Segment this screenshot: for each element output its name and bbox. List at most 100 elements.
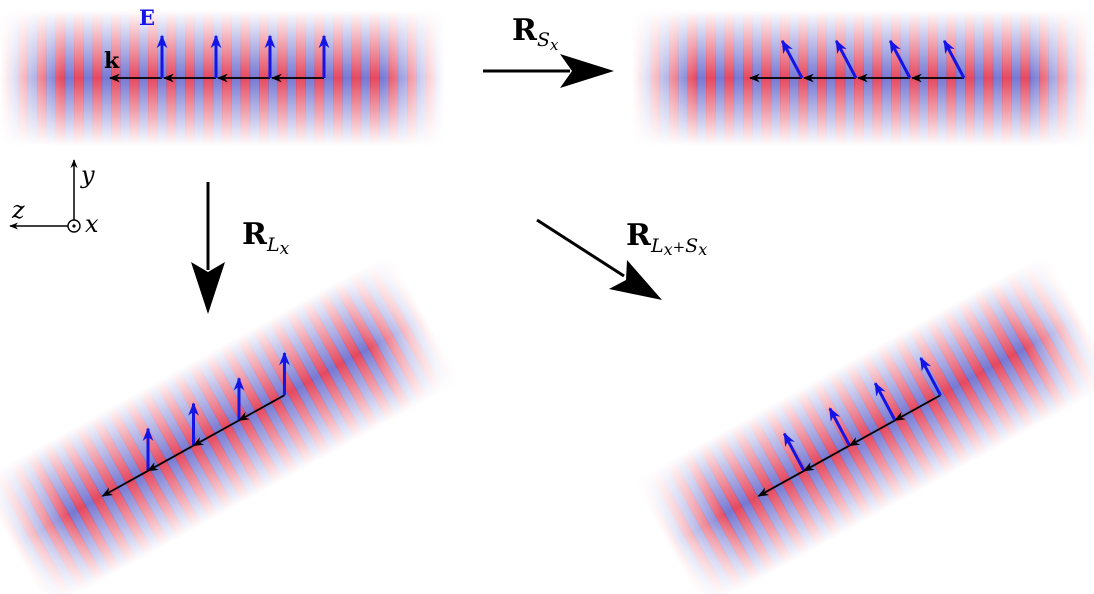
axis-y-label: y [80, 161, 95, 189]
field-vector-arrow [873, 382, 897, 422]
wave-crest [983, 10, 994, 146]
wave-crest [724, 10, 735, 146]
wave-crest [351, 10, 362, 146]
wave-trough [33, 445, 114, 580]
total-operator-subsub-a: x [664, 240, 673, 259]
field-vector-arrow [942, 39, 966, 79]
wave-trough [715, 10, 726, 146]
wave-crest [1037, 252, 1094, 387]
wave-trough [992, 10, 1003, 146]
wave-crest [956, 297, 1037, 432]
wave-trough [101, 10, 112, 146]
wave-trough [292, 301, 373, 436]
wave-beam-orbital-rotated [0, 252, 462, 594]
field-vector-arrow [780, 39, 804, 79]
wave-crest [940, 306, 1021, 441]
coordinate-axes: y z x [9, 159, 99, 238]
wave-stripes [0, 252, 462, 594]
wave-beam-spin-rotated [632, 10, 1094, 146]
wave-trough [673, 454, 754, 589]
wave-crest [706, 10, 716, 146]
wave-crest [972, 288, 1053, 423]
total-rotation-arrow [536, 218, 625, 278]
spin-rotation-arrowhead [560, 54, 614, 88]
wave-crest [18, 10, 29, 146]
wave-crest [55, 10, 66, 146]
wave-crest [333, 10, 343, 146]
wave-trough [915, 319, 997, 454]
wave-trough [964, 292, 1045, 427]
wave-crest [381, 252, 462, 387]
wave-trough [1066, 10, 1077, 146]
wavevector-arrow [101, 469, 149, 497]
wave-trough [360, 10, 371, 146]
wave-trough [49, 436, 130, 571]
wave-trough [17, 454, 98, 589]
field-vector-arrow [782, 432, 806, 472]
wave-crest [687, 10, 698, 146]
wave-trough [0, 471, 66, 594]
wave-crest [348, 270, 430, 405]
wave-trough [416, 10, 427, 146]
wave-trough [931, 310, 1013, 445]
wave-trough [980, 283, 1061, 418]
wave-crest [316, 288, 397, 423]
orbital-operator-sub: L [266, 234, 280, 256]
wave-crest [669, 10, 679, 146]
wave-trough [656, 462, 738, 594]
orbital-operator-label: RLx [242, 217, 290, 259]
wave-trough [397, 10, 408, 146]
wave-crest [25, 449, 106, 584]
wavevector-label: k [104, 48, 120, 74]
wave-trough [308, 292, 389, 427]
spin-operator-main: R [512, 13, 538, 48]
wave-trough [342, 10, 353, 146]
wave-crest [697, 440, 778, 575]
wave-trough [1029, 10, 1040, 146]
wave-crest [388, 10, 399, 146]
wave-trough [373, 256, 454, 391]
wave-crest [370, 10, 380, 146]
wave-crest [1076, 10, 1086, 146]
wavevector-arrow [848, 419, 896, 447]
wave-trough [1029, 256, 1094, 391]
wave-crest [0, 476, 57, 594]
wave-crest [57, 431, 138, 566]
field-label: E [139, 5, 155, 30]
wave-trough [46, 10, 57, 146]
wave-crest [364, 261, 446, 396]
wave-trough [356, 265, 438, 400]
wave-trough [434, 10, 445, 146]
wave-crest [923, 314, 1005, 450]
wave-trough [324, 283, 405, 418]
wave-crest [988, 279, 1069, 414]
axis-x-label: x [85, 210, 99, 238]
wave-crest [332, 279, 413, 414]
wave-crest [425, 10, 436, 146]
wave-crest [41, 440, 122, 575]
wave-crest [965, 10, 975, 146]
wavevector-arrow [192, 419, 240, 447]
wave-crest [1057, 10, 1068, 146]
wave-trough [689, 445, 770, 580]
wave-crest [681, 449, 762, 584]
wave-crest [1002, 10, 1012, 146]
spin-operator-label: RSx [512, 13, 559, 54]
wave-crest [632, 476, 713, 594]
wave-trough [996, 274, 1078, 409]
wave-crest [74, 10, 84, 146]
wave-crest [251, 323, 333, 459]
wave-crest [1020, 261, 1094, 396]
wave-crest [650, 10, 661, 146]
total-operator-label: RLx+Sx [626, 218, 707, 259]
wave-trough [340, 274, 422, 409]
wave-crest [648, 467, 730, 594]
spin-operator-subsub: x [550, 36, 559, 54]
wave-trough [323, 10, 334, 146]
wave-trough [9, 10, 20, 146]
field-vector-arrow [888, 39, 912, 79]
axis-z-label: z [11, 196, 25, 224]
wavevector-arrow [803, 444, 850, 472]
spin-operator-sub: S [537, 29, 550, 51]
wave-crest [0, 467, 74, 594]
